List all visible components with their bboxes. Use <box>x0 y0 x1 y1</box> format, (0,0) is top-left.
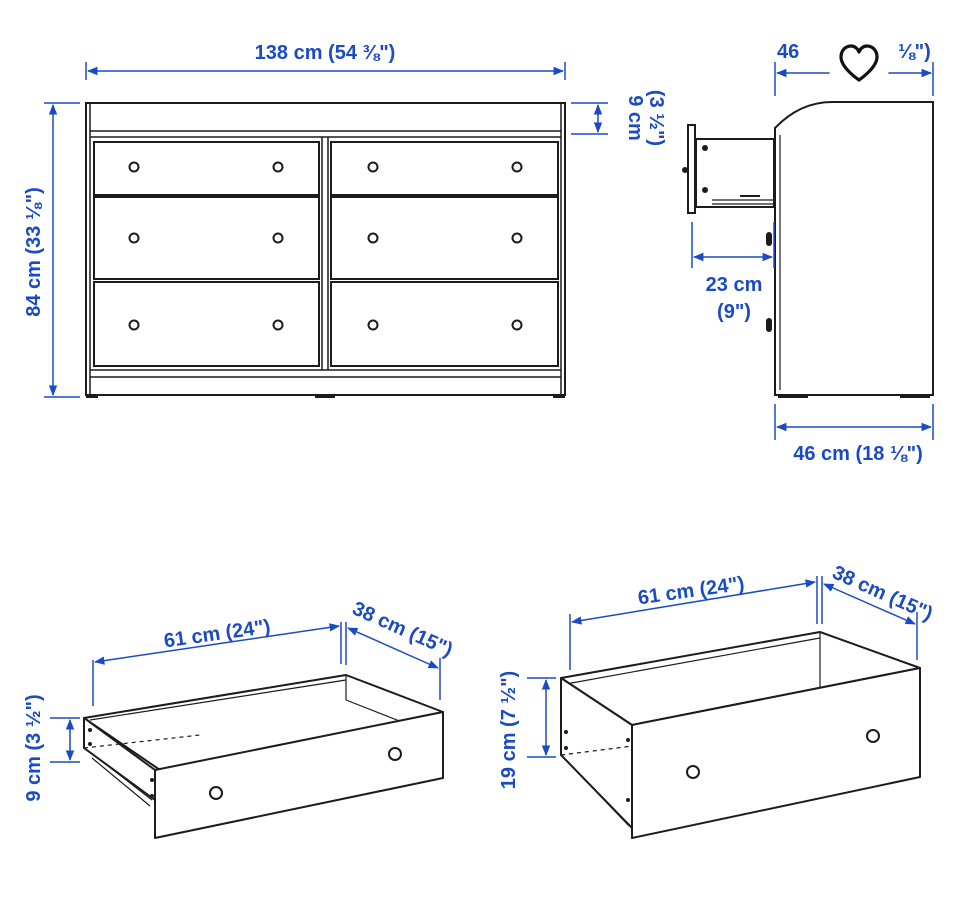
top-gap-cm-label: 9 cm <box>624 95 646 141</box>
large-width-dimension-line <box>570 579 817 625</box>
knob <box>686 765 700 779</box>
drawer-front <box>93 141 320 196</box>
side-top-depth-label: 46 <box>777 41 799 63</box>
knob <box>367 232 379 244</box>
large-drawer-front <box>631 667 921 839</box>
favorite-button[interactable] <box>828 32 890 94</box>
front-knobs <box>128 161 523 331</box>
drawer-front <box>330 141 559 196</box>
front-view <box>85 102 566 398</box>
extension-in-label: (9") <box>717 301 751 323</box>
side-depth-label: 46 cm (18 ⅛") <box>793 443 923 465</box>
large-height-label: 19 cm (7 ½") <box>498 671 520 789</box>
side-view <box>687 101 934 398</box>
side-dimensions <box>691 62 934 440</box>
large-width-label: 61 cm (24") <box>636 573 745 610</box>
knob <box>128 161 140 173</box>
drawer-front <box>330 281 559 367</box>
small-drawer <box>83 674 444 839</box>
front-dimensions <box>44 62 608 398</box>
drawer-front <box>93 281 320 367</box>
knob <box>866 729 880 743</box>
knob <box>367 161 379 173</box>
small-drawer-front <box>154 711 444 839</box>
knob <box>272 161 284 173</box>
knob <box>272 319 284 331</box>
side-knobs <box>682 145 772 332</box>
drawer-front <box>93 196 320 280</box>
knob <box>388 747 402 761</box>
dresser-outline <box>85 102 566 396</box>
extension-cm-label: 23 cm <box>706 274 763 296</box>
small-drawer-dimensions <box>50 622 441 763</box>
side-panel <box>774 101 934 396</box>
small-width-dimension-line <box>93 623 341 665</box>
knob <box>511 319 523 331</box>
knob <box>128 319 140 331</box>
front-height-label: 84 cm (33 ⅛") <box>23 187 45 317</box>
knob <box>511 161 523 173</box>
knob <box>367 319 379 331</box>
knob <box>511 232 523 244</box>
drawer-front <box>330 196 559 280</box>
extended-drawer <box>695 138 775 208</box>
small-depth-dimension-line <box>347 627 439 669</box>
front-width-label: 138 cm (54 ⅜") <box>255 42 396 64</box>
heart-outline-icon <box>839 44 879 82</box>
large-depth-dimension-line <box>823 583 916 625</box>
knob <box>272 232 284 244</box>
side-top-depth-cut-label: ⅛") <box>898 41 931 63</box>
small-height-label: 9 cm (3 ½") <box>23 694 45 801</box>
knob <box>128 232 140 244</box>
large-drawer <box>560 631 921 839</box>
small-width-label: 61 cm (24") <box>162 616 271 653</box>
large-drawer-dimensions <box>527 576 918 758</box>
top-gap-in-label: (3 ½") <box>645 90 667 146</box>
knob <box>209 786 223 800</box>
